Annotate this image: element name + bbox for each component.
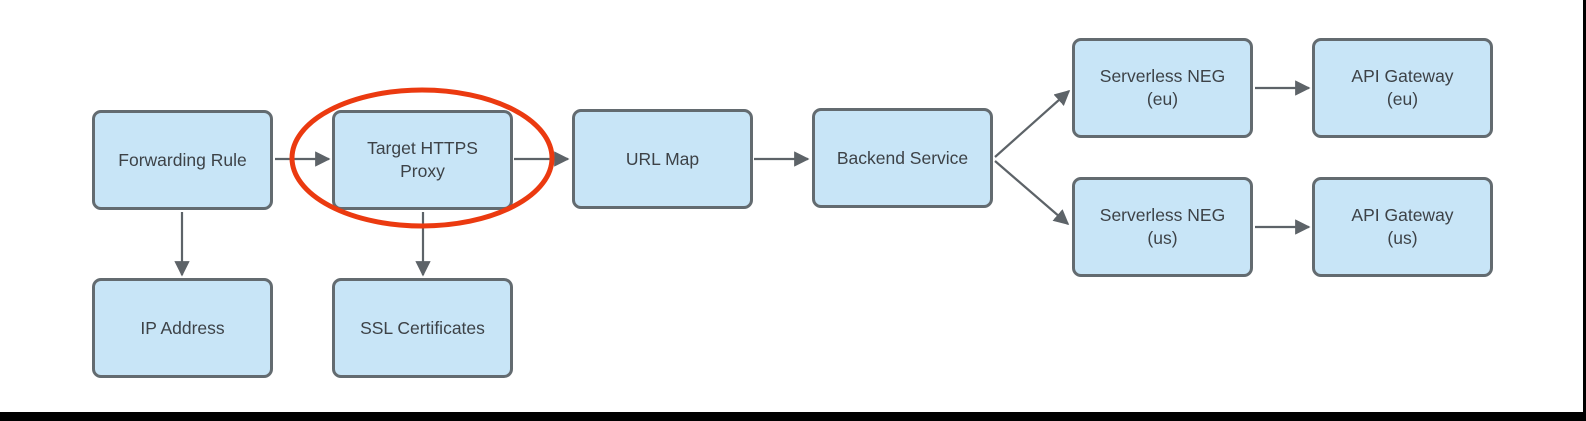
node-serverless-neg-eu: Serverless NEG (eu) [1072, 38, 1253, 138]
node-url-map: URL Map [572, 109, 753, 209]
node-forwarding-rule: Forwarding Rule [92, 110, 273, 210]
page-edge-right [1583, 0, 1586, 421]
node-ip-address: IP Address [92, 278, 273, 378]
node-backend-service: Backend Service [812, 108, 993, 208]
edge-backend-service-to-serverless-neg-eu [994, 89, 1071, 158]
node-ssl-certificates: SSL Certificates [332, 278, 513, 378]
page-edge-bottom [0, 412, 1586, 421]
edge-backend-service-to-serverless-neg-us [994, 160, 1070, 226]
node-target-https-proxy: Target HTTPS Proxy [332, 110, 513, 210]
node-serverless-neg-us: Serverless NEG (us) [1072, 177, 1253, 277]
node-api-gateway-us: API Gateway (us) [1312, 177, 1493, 277]
node-api-gateway-eu: API Gateway (eu) [1312, 38, 1493, 138]
